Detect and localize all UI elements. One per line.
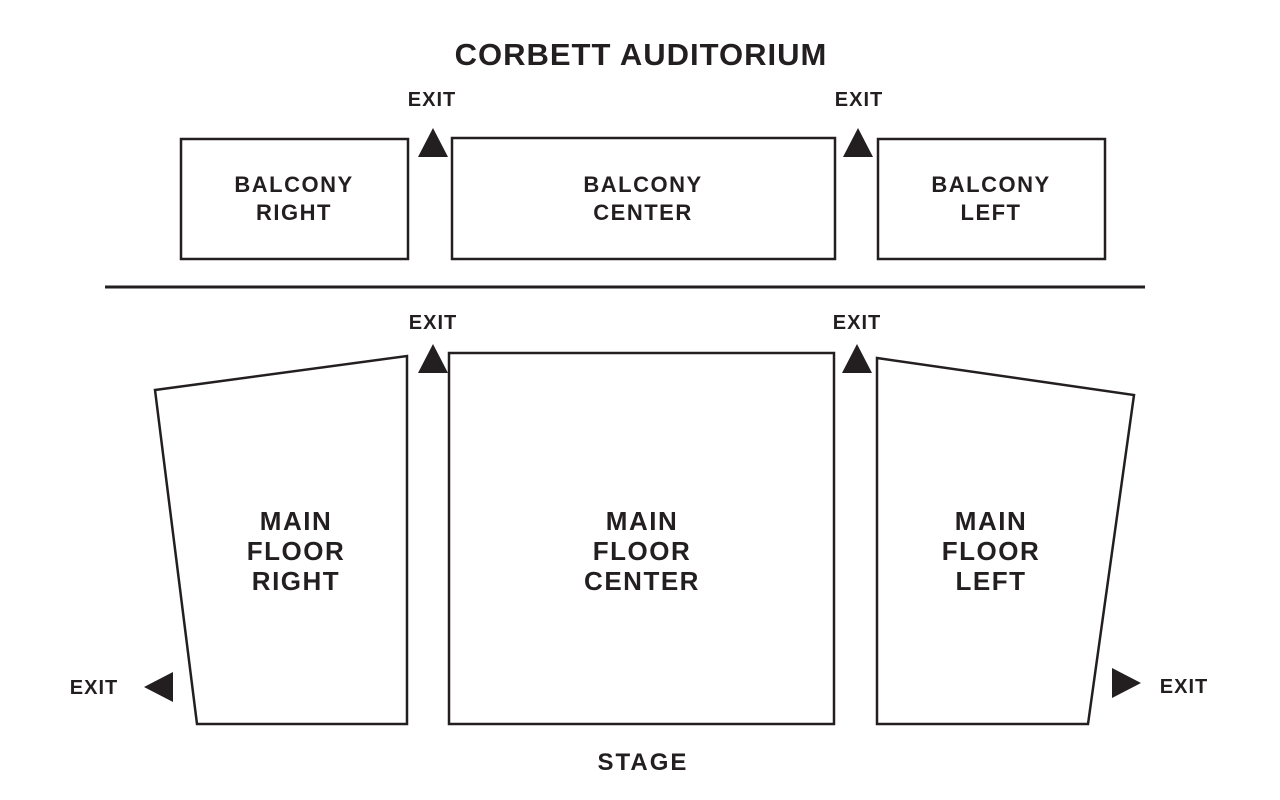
section-label: MAIN — [955, 506, 1027, 536]
up-arrow-icon — [418, 344, 448, 373]
section-main-floor-right[interactable]: MAIN FLOOR RIGHT — [153, 354, 409, 726]
section-label: BALCONY — [583, 172, 702, 197]
diagram-title: CORBETT AUDITORIUM — [455, 37, 828, 72]
section-label: CENTER — [593, 200, 692, 225]
section-main-floor-left-shape[interactable] — [875, 356, 1136, 726]
section-balcony-right[interactable]: BALCONY RIGHT — [179, 137, 410, 261]
section-label: MAIN — [260, 506, 332, 536]
up-arrow-icon — [843, 128, 873, 157]
exit-label-house-right: EXIT — [70, 677, 118, 699]
section-balcony-center[interactable]: BALCONY CENTER — [450, 136, 837, 261]
section-main-floor-center-shape[interactable] — [447, 351, 836, 726]
up-arrow-icon — [418, 128, 448, 157]
section-balcony-right-shape[interactable] — [179, 137, 410, 261]
section-label: BALCONY — [931, 172, 1050, 197]
exit-label-main-right-aisle: EXIT — [409, 312, 457, 334]
exit-label-main-left-aisle: EXIT — [833, 312, 881, 334]
section-label: FLOOR — [247, 536, 346, 566]
section-label: RIGHT — [252, 566, 340, 596]
section-label: FLOOR — [942, 536, 1041, 566]
section-balcony-left[interactable]: BALCONY LEFT — [876, 137, 1107, 261]
section-balcony-center-shape[interactable] — [450, 136, 837, 261]
exit-label-balcony-left-aisle: EXIT — [835, 89, 883, 111]
up-arrow-icon — [842, 344, 872, 373]
left-arrow-icon — [144, 672, 173, 702]
section-label: MAIN — [606, 506, 678, 536]
section-label: CENTER — [584, 566, 700, 596]
section-label: FLOOR — [593, 536, 692, 566]
section-main-floor-left[interactable]: MAIN FLOOR LEFT — [875, 356, 1136, 726]
right-arrow-icon — [1112, 668, 1141, 698]
section-label: LEFT — [961, 200, 1022, 225]
section-main-floor-right-shape[interactable] — [153, 354, 409, 726]
exit-label-balcony-right-aisle: EXIT — [408, 89, 456, 111]
section-label: LEFT — [956, 566, 1027, 596]
section-balcony-left-shape[interactable] — [876, 137, 1107, 261]
section-label: BALCONY — [234, 172, 353, 197]
section-label: RIGHT — [256, 200, 332, 225]
stage-label: STAGE — [598, 749, 689, 776]
section-main-floor-center[interactable]: MAIN FLOOR CENTER — [447, 351, 836, 726]
exit-label-house-left: EXIT — [1160, 676, 1208, 698]
